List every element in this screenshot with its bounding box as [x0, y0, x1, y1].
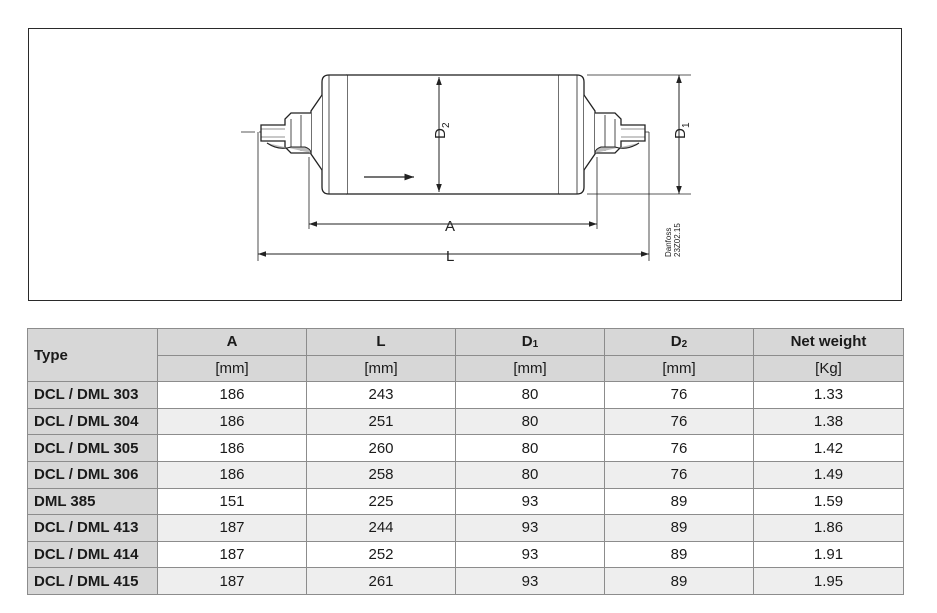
table-body: DCL / DML 303 186 243 80 76 1.33 DCL / D… [27, 381, 904, 595]
value-cell-d1: 80 [455, 381, 605, 409]
value-cell-l: 243 [306, 381, 456, 409]
technical-drawing-frame: A L D 2 D 1 Danfoss 23Z02.15 [28, 28, 902, 301]
column-d2-unit: [mm] [604, 354, 754, 383]
value-cell-d2: 76 [604, 434, 754, 462]
value-cell-a: 187 [157, 540, 307, 569]
value-cell-l: 244 [306, 514, 456, 542]
drawing-code: 23Z02.15 [673, 223, 682, 257]
type-cell: DCL / DML 413 [27, 514, 158, 542]
value-cell-a: 187 [157, 567, 307, 595]
value-cell-a: 186 [157, 407, 307, 436]
value-cell-d2: 89 [604, 567, 754, 595]
table-row: DCL / DML 305 186 260 80 76 1.42 [27, 434, 904, 462]
dimension-lines [258, 75, 682, 257]
column-l-unit: [mm] [306, 354, 456, 383]
value-cell-d2: 76 [604, 381, 754, 409]
left-fitting [260, 112, 312, 154]
table-row: DML 385 151 225 93 89 1.59 [27, 487, 904, 516]
value-cell-weight: 1.86 [753, 514, 904, 542]
svg-text:1: 1 [681, 122, 692, 128]
filter-body [346, 74, 560, 195]
left-end-cap [321, 74, 347, 195]
column-d1-header: D1 [455, 328, 605, 356]
table-unit-row: [mm] [mm] [mm] [mm] [Kg] [28, 354, 904, 383]
type-cell: DCL / DML 305 [27, 434, 158, 462]
dimensions-table: Type A L D1 D2 Net weight [mm] [mm] [mm]… [27, 327, 904, 595]
value-cell-l: 261 [306, 567, 456, 595]
column-weight-header: Net weight [753, 328, 904, 356]
dimension-a-label: A [445, 218, 455, 235]
value-cell-d2: 76 [604, 407, 754, 436]
value-cell-weight: 1.38 [753, 407, 904, 436]
dimension-d1-label: D 1 [672, 122, 692, 139]
type-cell: DCL / DML 415 [27, 567, 158, 595]
value-cell-d1: 93 [455, 514, 605, 542]
value-cell-weight: 1.95 [753, 567, 904, 595]
value-cell-d1: 80 [455, 460, 605, 489]
value-cell-d2: 89 [604, 514, 754, 542]
svg-text:D: D [672, 128, 689, 139]
type-cell: DCL / DML 304 [27, 407, 158, 436]
value-cell-l: 258 [306, 460, 456, 489]
maker-label: Danfoss [664, 228, 673, 257]
value-cell-d1: 93 [455, 487, 605, 516]
column-a-unit: [mm] [157, 354, 307, 383]
right-fitting [594, 112, 646, 154]
extension-lines [257, 74, 691, 261]
type-cell: DCL / DML 303 [27, 381, 158, 409]
svg-text:D: D [432, 128, 449, 139]
value-cell-d2: 89 [604, 540, 754, 569]
type-cell: DCL / DML 414 [27, 540, 158, 569]
value-cell-weight: 1.42 [753, 434, 904, 462]
svg-text:2: 2 [441, 122, 452, 128]
value-cell-d1: 93 [455, 540, 605, 569]
value-cell-a: 186 [157, 434, 307, 462]
table-row: DCL / DML 306 186 258 80 76 1.49 [27, 460, 904, 489]
value-cell-weight: 1.49 [753, 460, 904, 489]
value-cell-a: 186 [157, 460, 307, 489]
value-cell-l: 252 [306, 540, 456, 569]
value-cell-weight: 1.33 [753, 381, 904, 409]
value-cell-d2: 89 [604, 487, 754, 516]
column-a-header: A [157, 328, 307, 356]
value-cell-d1: 80 [455, 407, 605, 436]
value-cell-d1: 80 [455, 434, 605, 462]
table-header-row: Type A L D1 D2 Net weight [27, 327, 904, 383]
type-cell: DCL / DML 306 [27, 460, 158, 489]
table-row: DCL / DML 304 186 251 80 76 1.38 [27, 407, 904, 436]
column-weight-unit: [Kg] [753, 354, 904, 383]
value-cell-l: 225 [306, 487, 456, 516]
value-cell-a: 187 [157, 514, 307, 542]
value-cell-a: 151 [157, 487, 307, 516]
table-row: DCL / DML 414 187 252 93 89 1.91 [27, 540, 904, 569]
table-row: DCL / DML 303 186 243 80 76 1.33 [27, 381, 904, 409]
value-cell-d2: 76 [604, 460, 754, 489]
dimension-l-label: L [446, 248, 454, 265]
table-row: DCL / DML 413 187 244 93 89 1.86 [27, 514, 904, 542]
value-cell-d1: 93 [455, 567, 605, 595]
filter-drier-drawing: A L D 2 D 1 Danfoss 23Z02.15 [241, 74, 692, 265]
table-row: DCL / DML 415 187 261 93 89 1.95 [27, 567, 904, 595]
value-cell-l: 260 [306, 434, 456, 462]
dimension-d2-label: D 2 [432, 122, 452, 139]
type-column-header: Type [27, 327, 158, 383]
value-cell-l: 251 [306, 407, 456, 436]
value-cell-weight: 1.91 [753, 540, 904, 569]
value-cell-weight: 1.59 [753, 487, 904, 516]
value-cell-a: 186 [157, 381, 307, 409]
column-d2-header: D2 [604, 328, 754, 356]
type-cell: DML 385 [27, 487, 158, 516]
column-d1-unit: [mm] [455, 354, 605, 383]
column-l-header: L [306, 328, 456, 356]
right-end-cap [559, 74, 585, 195]
